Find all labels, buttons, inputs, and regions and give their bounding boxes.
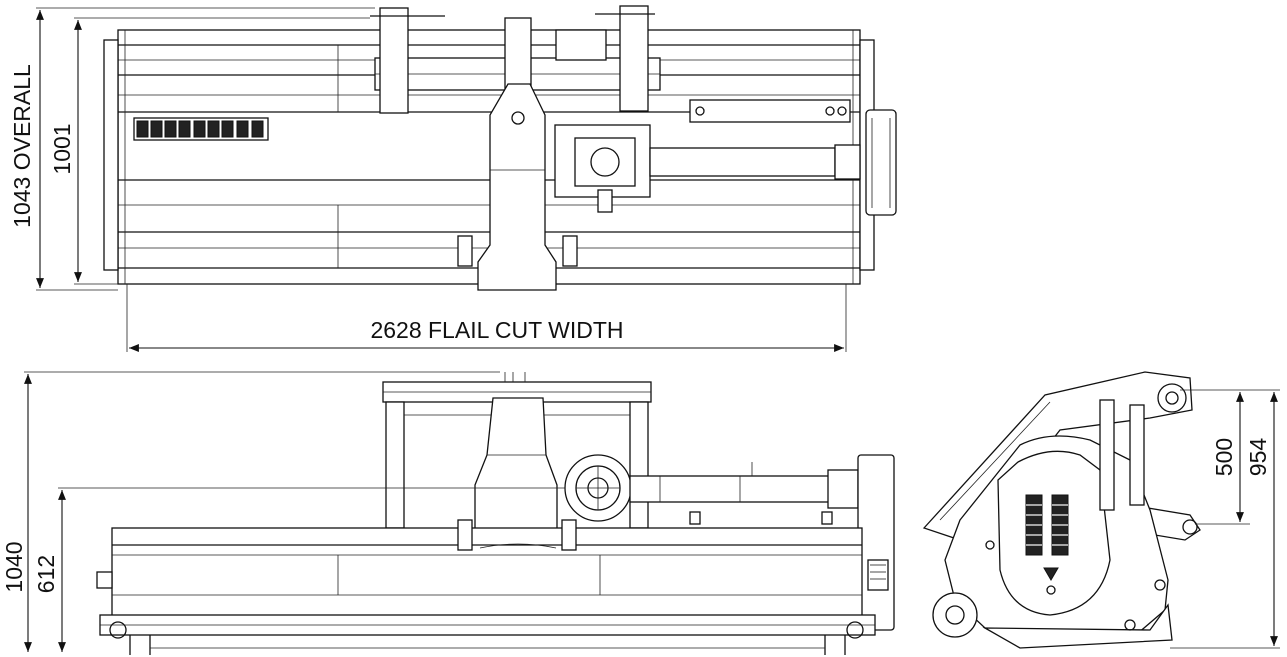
cut-width-label: 2628 FLAIL CUT WIDTH (370, 317, 623, 343)
pto-height-label: 612 (33, 555, 59, 593)
side-dimensions (1170, 389, 1280, 649)
warning-decals (133, 117, 269, 141)
side-upper-label: 500 (1211, 438, 1237, 476)
top-dimensions (36, 7, 847, 352)
rear-height-label: 1040 (1, 541, 27, 592)
rear-body (111, 527, 863, 619)
top-a-frame (477, 83, 557, 291)
top-view (103, 5, 897, 291)
overall-height-label: 1043 OVERALL (9, 64, 35, 228)
side-view (922, 371, 1201, 649)
rear-drive-shaft (629, 475, 831, 503)
rear-mast (474, 397, 558, 549)
rear-view (96, 372, 895, 655)
top-drive-shaft (649, 147, 836, 177)
rear-dimensions (24, 371, 565, 652)
body-height-label: 1001 (49, 123, 75, 174)
side-roller (932, 592, 978, 638)
side-overall-label: 954 (1245, 438, 1271, 477)
